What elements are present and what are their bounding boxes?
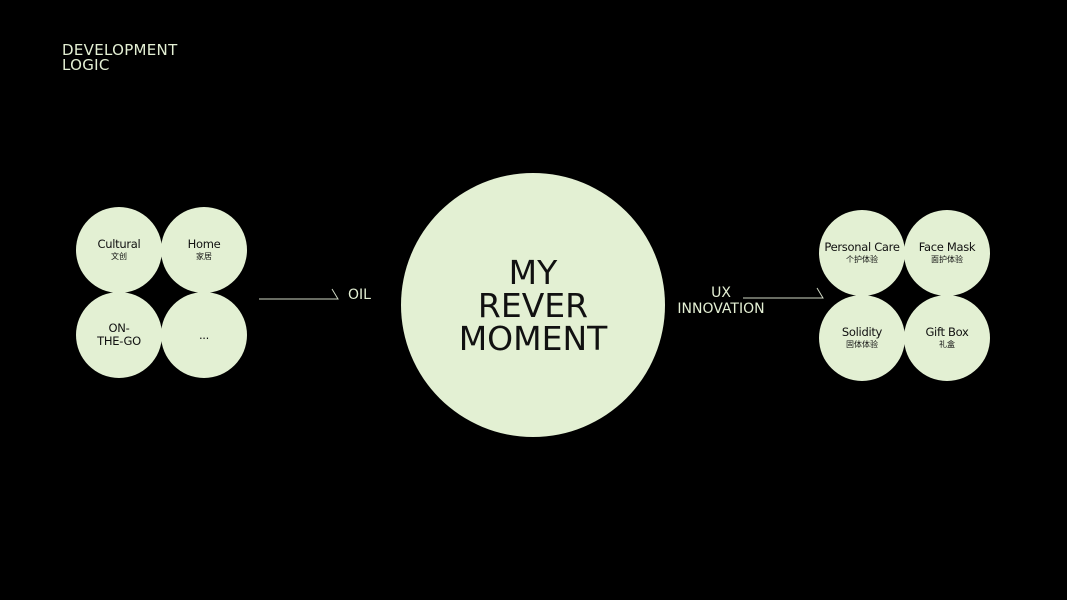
category-circle-home: Home 家居 [161, 207, 247, 293]
center-title-line: MY [508, 252, 558, 292]
title-line: LOGIC [62, 56, 110, 74]
item-label-cn: 个护体验 [846, 255, 878, 264]
item-label-cn: 面护体验 [931, 255, 963, 264]
item-label: ON- THE-GO [97, 321, 141, 348]
item-label-cn: 文创 [111, 252, 127, 261]
item-label: Face Mask [918, 240, 976, 254]
item-label-cn: 固体体验 [846, 340, 878, 349]
ux-circle-gift-box: Gift Box 礼盒 [904, 295, 990, 381]
category-circle-cultural: Cultural 文创 [76, 207, 162, 293]
ux-circle-solidity: Solidity 固体体验 [819, 295, 905, 381]
ux-circle-face-mask: Face Mask 面护体验 [904, 210, 990, 296]
category-circle-on-the-go: ON- THE-GO [76, 292, 162, 378]
left-connector-arrow [259, 288, 339, 300]
label-line: UX [711, 285, 731, 301]
category-circle-more: ... [161, 292, 247, 378]
ux-circle-personal-care: Personal Care 个护体验 [819, 210, 905, 296]
center-title-line: MOMENT [458, 318, 608, 358]
item-label: ... [198, 327, 210, 342]
item-label: Solidity [841, 325, 883, 339]
label-line: INNOVATION [677, 301, 765, 317]
item-label-cn: 礼盒 [939, 340, 955, 349]
center-title-line: REVER [477, 285, 589, 325]
ux-innovation-label: UX INNOVATION [671, 285, 771, 317]
slide-title: DEVELOPMENT LOGIC [62, 43, 178, 73]
right-connector-arrow [743, 287, 824, 299]
item-label: Personal Care [824, 240, 900, 254]
item-label: Cultural [97, 237, 141, 251]
title-line: DEVELOPMENT [62, 41, 178, 59]
oil-label: OIL [348, 287, 371, 303]
item-label-cn: 家居 [196, 252, 212, 261]
item-label: Home [187, 237, 221, 251]
item-label: Gift Box [925, 325, 969, 339]
center-circle: MY REVER MOMENT [401, 173, 665, 437]
